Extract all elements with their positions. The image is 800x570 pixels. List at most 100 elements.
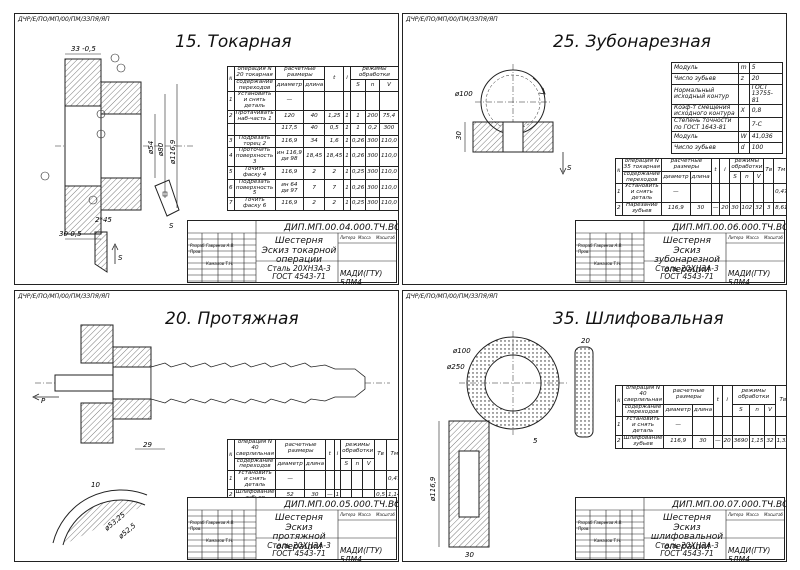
len-header: длина bbox=[691, 403, 715, 418]
diam-header: диаметр bbox=[661, 170, 691, 185]
sheet-code: ДИП.МП.00.05.000.ТЧ.ВО. bbox=[284, 500, 399, 510]
content-header: содержание переходов bbox=[233, 457, 277, 472]
doc-code: ДЧР/Е/ПО/МП/00/ПМ/ЗЗПЯ/ЯП bbox=[406, 293, 498, 300]
s-header: S bbox=[729, 170, 741, 185]
title-block-grid bbox=[576, 221, 784, 282]
table-cell: 300 bbox=[365, 166, 380, 180]
table-cell: 2 bbox=[324, 166, 345, 180]
doc-code: ДЧР/Е/ПО/МП/00/ПМ/ЗЗПЯ/ЯП bbox=[406, 16, 498, 23]
v-header: V bbox=[764, 403, 776, 418]
table-cell: — bbox=[710, 202, 721, 216]
table-cell bbox=[689, 183, 712, 204]
dim-width-30: 30 bbox=[455, 131, 463, 140]
organization: МАДИ(ГТУ) 5ДМ4 bbox=[728, 546, 771, 562]
table-cell: 0,5 bbox=[324, 122, 345, 136]
part-name: Шестерня bbox=[275, 236, 323, 246]
stage-header: Масштаб bbox=[376, 512, 396, 517]
table-cell: Нарезание зубьев bbox=[621, 202, 663, 216]
operation-title: 25. Зубонарезная bbox=[553, 32, 711, 52]
table-cell bbox=[753, 183, 765, 204]
table-cell: 116,9 bbox=[274, 166, 305, 180]
table-cell: 30 bbox=[729, 202, 741, 216]
op-sketch-name: Эскиз токарной операции bbox=[261, 246, 337, 266]
table-cell: Установить и снять деталь bbox=[233, 91, 276, 112]
dim-length-29: 29 bbox=[143, 441, 152, 449]
doc-code: ДЧР/Е/ПО/МП/00/ПМ/ЗЗПЯ/ЯП bbox=[18, 16, 110, 23]
dim-dia-116: ø116,9 bbox=[169, 139, 177, 165]
broaching-sketch: P 29 10 ø53,25 ø52,5 bbox=[32, 324, 390, 546]
table-cell: 8,61 bbox=[773, 202, 786, 216]
stamp-label: Пров. bbox=[190, 526, 202, 531]
table-cell: 7 bbox=[303, 178, 326, 199]
stamp-person: Гавриков А.В. bbox=[206, 520, 235, 525]
table-cell: 200 bbox=[365, 110, 380, 124]
table-cell: 1,15 bbox=[748, 434, 766, 449]
table-cell: d bbox=[737, 142, 750, 155]
table-cell: 2 bbox=[303, 166, 326, 180]
content-header: содержание переходов bbox=[621, 170, 663, 185]
table-cell: 40 bbox=[303, 110, 326, 124]
dim-dia-80: ø80 bbox=[157, 142, 165, 157]
table-cell: 110,0 bbox=[378, 197, 398, 212]
table-cell: 3690 bbox=[731, 434, 750, 449]
material: Сталь 20ХН3А-3 bbox=[655, 264, 719, 273]
turning-sheet: ДЧР/Е/ПО/МП/00/ПМ/ЗЗПЯ/ЯП 15. Токарная bbox=[14, 13, 399, 285]
v-header: V bbox=[362, 457, 376, 472]
dim-length-30: 30-0,5 bbox=[59, 230, 82, 238]
table-cell: Подрезать поверхность 5 bbox=[233, 178, 276, 199]
table-cell: 18,45 bbox=[303, 147, 326, 168]
sheet-code: ДИП.МП.00.04.000.ТЧ.ВО. bbox=[284, 223, 399, 233]
table-cell bbox=[737, 84, 750, 105]
dim-length-30: 30 bbox=[465, 551, 474, 559]
table-cell: 0,47 bbox=[386, 470, 398, 490]
table-cell bbox=[721, 416, 733, 436]
diam-header: диаметр bbox=[663, 403, 693, 418]
table-cell: Точить фаску 4 bbox=[233, 166, 276, 180]
stamp-person: Камалов Т.Н. bbox=[206, 538, 234, 543]
table-cell: 0,05 bbox=[397, 178, 398, 199]
table-cell bbox=[713, 416, 723, 436]
feed-label-s2: S bbox=[169, 222, 174, 230]
title-block-grid bbox=[188, 221, 396, 282]
stage-header: Масса bbox=[746, 512, 759, 517]
table-cell: Подрезать торец 2 bbox=[233, 134, 276, 149]
stage-header: Масштаб bbox=[764, 235, 784, 240]
v-header: V bbox=[753, 170, 765, 185]
table-cell: — bbox=[275, 470, 305, 490]
op-header: операция N 40 сверлильная bbox=[233, 439, 277, 459]
table-cell: 0,05 bbox=[397, 134, 398, 149]
table-cell: 110,6 bbox=[397, 122, 398, 136]
i-header: i bbox=[719, 157, 731, 185]
content-header: содержание переходов bbox=[233, 78, 276, 93]
table-cell: 2 bbox=[303, 197, 326, 212]
stamp-person: Камалов Т.Н. bbox=[594, 261, 622, 266]
sheet-code: ДИП.МП.00.06.000.ТЧ.ВО. bbox=[672, 223, 787, 233]
table-cell: 41,036 bbox=[748, 131, 784, 144]
len-header: длина bbox=[303, 457, 327, 472]
table-cell bbox=[710, 183, 721, 204]
table-cell: Протачивать наб-часть 1 bbox=[233, 110, 276, 124]
table-cell: ГОСТ 13755-81 bbox=[748, 84, 784, 105]
feed-label-s1: S bbox=[118, 254, 123, 262]
grinding-sheet: ДЧР/Е/ПО/МП/00/ПМ/ЗЗПЯ/ЯП 35. Шлифовальн… bbox=[402, 290, 787, 562]
turning-sketch: 33 -0,5 ø54 ø80 ø116,9 30-0,5 2*45 S S bbox=[40, 45, 195, 273]
gost: ГОСТ 4543-71 bbox=[272, 549, 326, 558]
stamp-label: Разраб. bbox=[578, 243, 594, 248]
table-cell: ин 64 ди 97 bbox=[274, 178, 305, 199]
modes-header: режимы обработки bbox=[731, 385, 776, 405]
table-cell bbox=[374, 470, 388, 490]
table-cell: 1 bbox=[349, 110, 367, 124]
table-cell: 0,2 bbox=[397, 110, 398, 124]
len-header: длина bbox=[303, 78, 326, 93]
table-cell: 116,9 bbox=[663, 434, 693, 449]
stamp-person: Камалов Т.Н. bbox=[594, 538, 622, 543]
table-cell: 2 bbox=[324, 197, 345, 212]
